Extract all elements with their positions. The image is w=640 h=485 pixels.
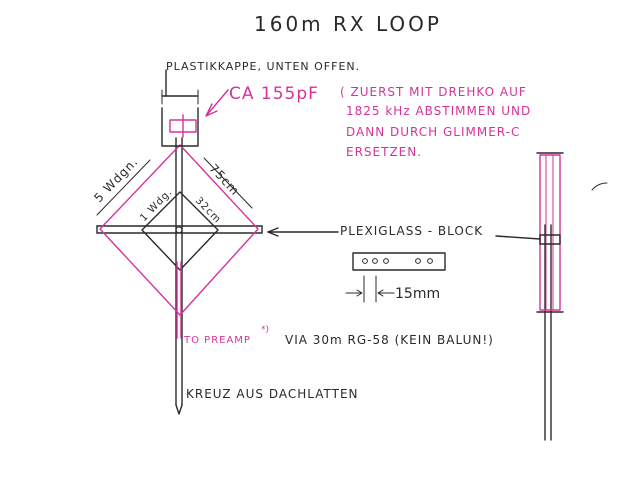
cross-frame-label: KREUZ AUS DACHLATTEN (186, 387, 359, 401)
spacing-arrow-left (345, 289, 363, 297)
tuning-note-line-2: 1825 kHz ABSTIMMEN UND (346, 104, 532, 118)
inner-coupling-loop (141, 191, 219, 271)
capacitor-value-label: CA 155pF (229, 84, 319, 104)
batten-tip (175, 404, 183, 415)
plexi-block-label: PLEXIGLASS - BLOCK (340, 224, 484, 238)
plexi-hole-4 (415, 258, 421, 264)
side-plexi-block (539, 234, 561, 245)
capacitor-arrow (205, 89, 229, 117)
tuning-note-line-4: ERSETZEN. (346, 145, 423, 159)
spacing-label: 15mm (395, 286, 441, 302)
spacing-arrow-right (377, 289, 395, 297)
side-loop-body (539, 154, 561, 311)
preamp-label: TO PREAMP (184, 335, 251, 346)
outer-loop-5-turns (99, 144, 259, 316)
plastic-cap-housing (161, 107, 199, 147)
side-plexi-pointer (495, 235, 541, 240)
tuning-note-line-3: DANN DURCH GLIMMER-C (346, 125, 521, 139)
cap-housing-label: PLASTIKKAPPE, UNTEN OFFEN. (166, 60, 361, 73)
coax-note-label: VIA 30m RG-58 (KEIN BALUN!) (285, 333, 494, 347)
plexi-hole-5 (427, 258, 433, 264)
len-75-leader (203, 157, 253, 209)
tuning-note-line-1: ( ZUERST MIT DREHKO AUF (340, 85, 527, 99)
plexi-hole-3 (383, 258, 389, 264)
preamp-footnote-mark: *) (261, 325, 270, 335)
plexi-pointer-arrow (267, 227, 279, 237)
plexi-block-detail (352, 252, 446, 271)
turns-5-leader (96, 159, 151, 216)
page-title: 160m RX LOOP (254, 12, 442, 36)
center-bolt (175, 226, 183, 234)
plexi-hole-2 (372, 258, 378, 264)
side-stray-mark (591, 182, 608, 191)
plexi-hole-1 (362, 258, 368, 264)
